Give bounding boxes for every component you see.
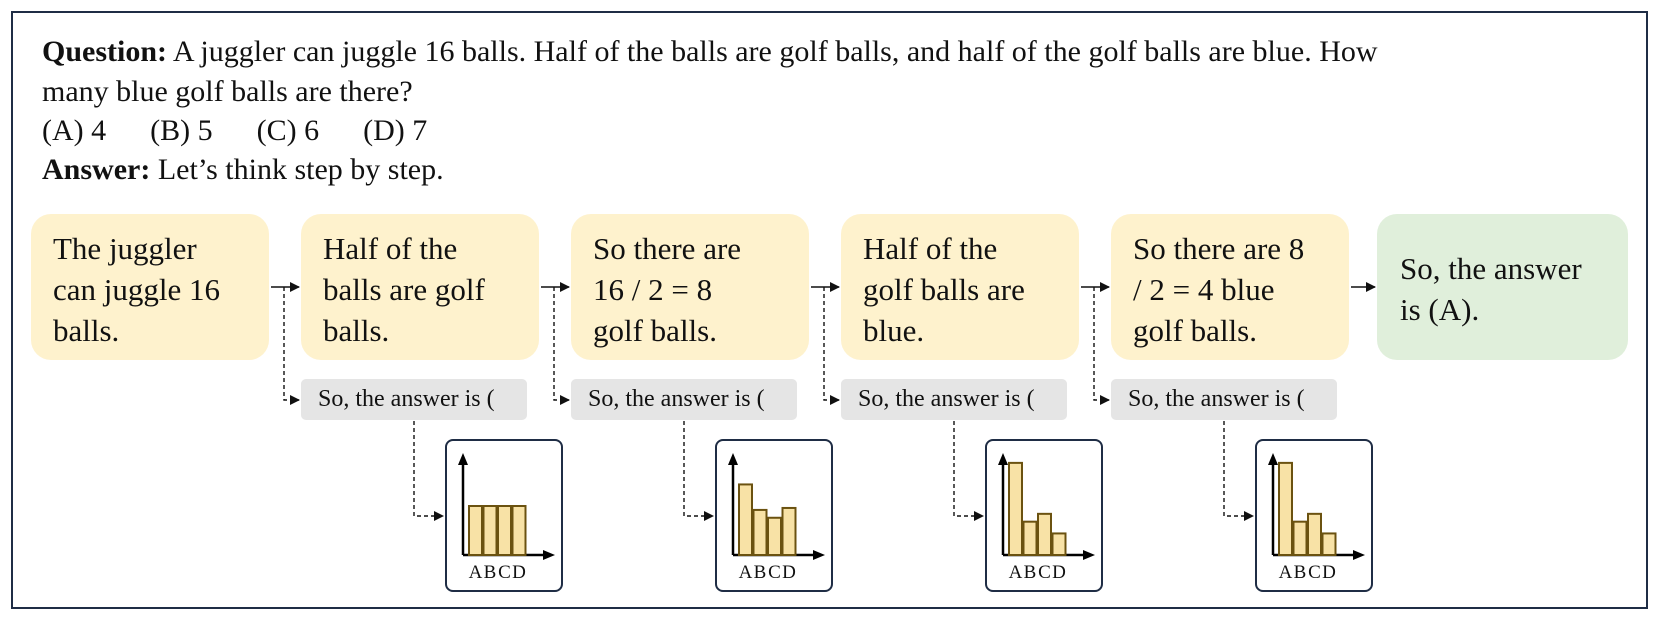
bar-D	[1051, 532, 1067, 557]
final-line: is (A).	[1400, 292, 1480, 327]
step-line: golf balls.	[1133, 313, 1257, 348]
bar-D	[1321, 532, 1337, 557]
step-line: So there are	[593, 231, 742, 266]
tick-label-A: A	[1009, 562, 1023, 583]
prompt-box-4: So, the answer is (	[1111, 379, 1337, 420]
bar-B	[1022, 520, 1038, 556]
options-row: (A) 4 (B) 5 (C) 6 (D) 7	[42, 111, 471, 151]
bar-C	[1307, 512, 1322, 556]
question-text-2: many blue golf balls are there?	[42, 75, 413, 108]
option-b: (B) 5	[150, 114, 213, 147]
step-line: golf balls are	[863, 272, 1025, 307]
tick-label-C: C	[498, 562, 511, 583]
question-label: Question:	[42, 35, 168, 68]
answer-text: Let’s think step by step.	[157, 153, 444, 186]
tick-label-B: B	[1024, 562, 1037, 583]
y-axis-arrowhead	[998, 453, 1008, 465]
step-line: can juggle 16	[53, 272, 221, 307]
y-axis-arrowhead	[728, 453, 738, 465]
tick-label-A: A	[739, 562, 753, 583]
bar-B	[752, 508, 768, 556]
y-axis-arrowhead	[1268, 453, 1278, 465]
step-line: The juggler	[53, 231, 197, 266]
tick-label-A: A	[469, 562, 483, 583]
tick-label-B: B	[484, 562, 497, 583]
question-line-2: many blue golf balls are there?	[42, 72, 413, 112]
tick-label-D: D	[1322, 562, 1336, 583]
prompt-box-1: So, the answer is (	[301, 379, 527, 420]
option-c: (C) 6	[256, 114, 320, 147]
step-line: balls are golf	[323, 272, 485, 307]
answer-line: Answer: Let’s think step by step.	[42, 150, 444, 190]
question-line-1: Question: A juggler can juggle 16 balls.…	[42, 32, 1378, 72]
bar-A	[1278, 461, 1293, 557]
step-line: / 2 = 4 blue	[1133, 272, 1275, 307]
step-line: balls.	[53, 313, 120, 348]
bar-C	[497, 505, 512, 556]
question-text-1: A juggler can juggle 16 balls. Half of t…	[172, 35, 1378, 68]
x-axis-arrowhead	[1353, 550, 1365, 560]
step-box-3: So there are 16 / 2 = 8 golf balls.	[571, 214, 809, 360]
tick-label-D: D	[782, 562, 796, 583]
step-line: golf balls.	[593, 313, 717, 348]
bar-A	[1008, 461, 1023, 557]
bar-D	[511, 505, 527, 556]
step-line: blue.	[863, 313, 925, 348]
tick-label-B: B	[1294, 562, 1307, 583]
step-box-1: The juggler can juggle 16 balls.	[31, 214, 269, 360]
x-axis-arrowhead	[1083, 550, 1095, 560]
tick-label-B: B	[754, 562, 767, 583]
step-line: Half of the	[863, 231, 998, 266]
step-line: So there are 8	[1133, 231, 1305, 266]
prompt-box-2: So, the answer is (	[571, 379, 797, 420]
tick-label-D: D	[1052, 562, 1066, 583]
answer-label: Answer:	[42, 153, 151, 186]
bar-A	[468, 505, 483, 556]
step-line: Half of the	[323, 231, 458, 266]
tick-label-C: C	[1308, 562, 1321, 583]
step-line: 16 / 2 = 8	[593, 272, 713, 307]
step-box-2: Half of the balls are golf balls.	[301, 214, 539, 360]
bar-C	[1037, 512, 1052, 556]
tick-label-A: A	[1279, 562, 1293, 583]
option-d: (D) 7	[363, 114, 428, 147]
tick-label-D: D	[512, 562, 526, 583]
bar-C	[767, 516, 782, 557]
step-box-5: So there are 8 / 2 = 4 blue golf balls.	[1111, 214, 1349, 360]
bar-D	[781, 506, 797, 556]
prompt-box-3: So, the answer is (	[841, 379, 1067, 420]
option-a: (A) 4	[42, 114, 107, 147]
x-axis-arrowhead	[813, 550, 825, 560]
bar-B	[1292, 520, 1308, 556]
step-line: balls.	[323, 313, 390, 348]
bar-B	[482, 505, 498, 556]
y-axis-arrowhead	[458, 453, 468, 465]
step-box-4: Half of the golf balls are blue.	[841, 214, 1079, 360]
tick-label-C: C	[1038, 562, 1051, 583]
x-axis-arrowhead	[543, 550, 555, 560]
tick-label-C: C	[768, 562, 781, 583]
bar-A	[738, 483, 753, 556]
final-answer-box: So, the answer is (A).	[1377, 214, 1628, 360]
final-line: So, the answer	[1400, 251, 1582, 286]
figure-frame	[11, 11, 1648, 609]
